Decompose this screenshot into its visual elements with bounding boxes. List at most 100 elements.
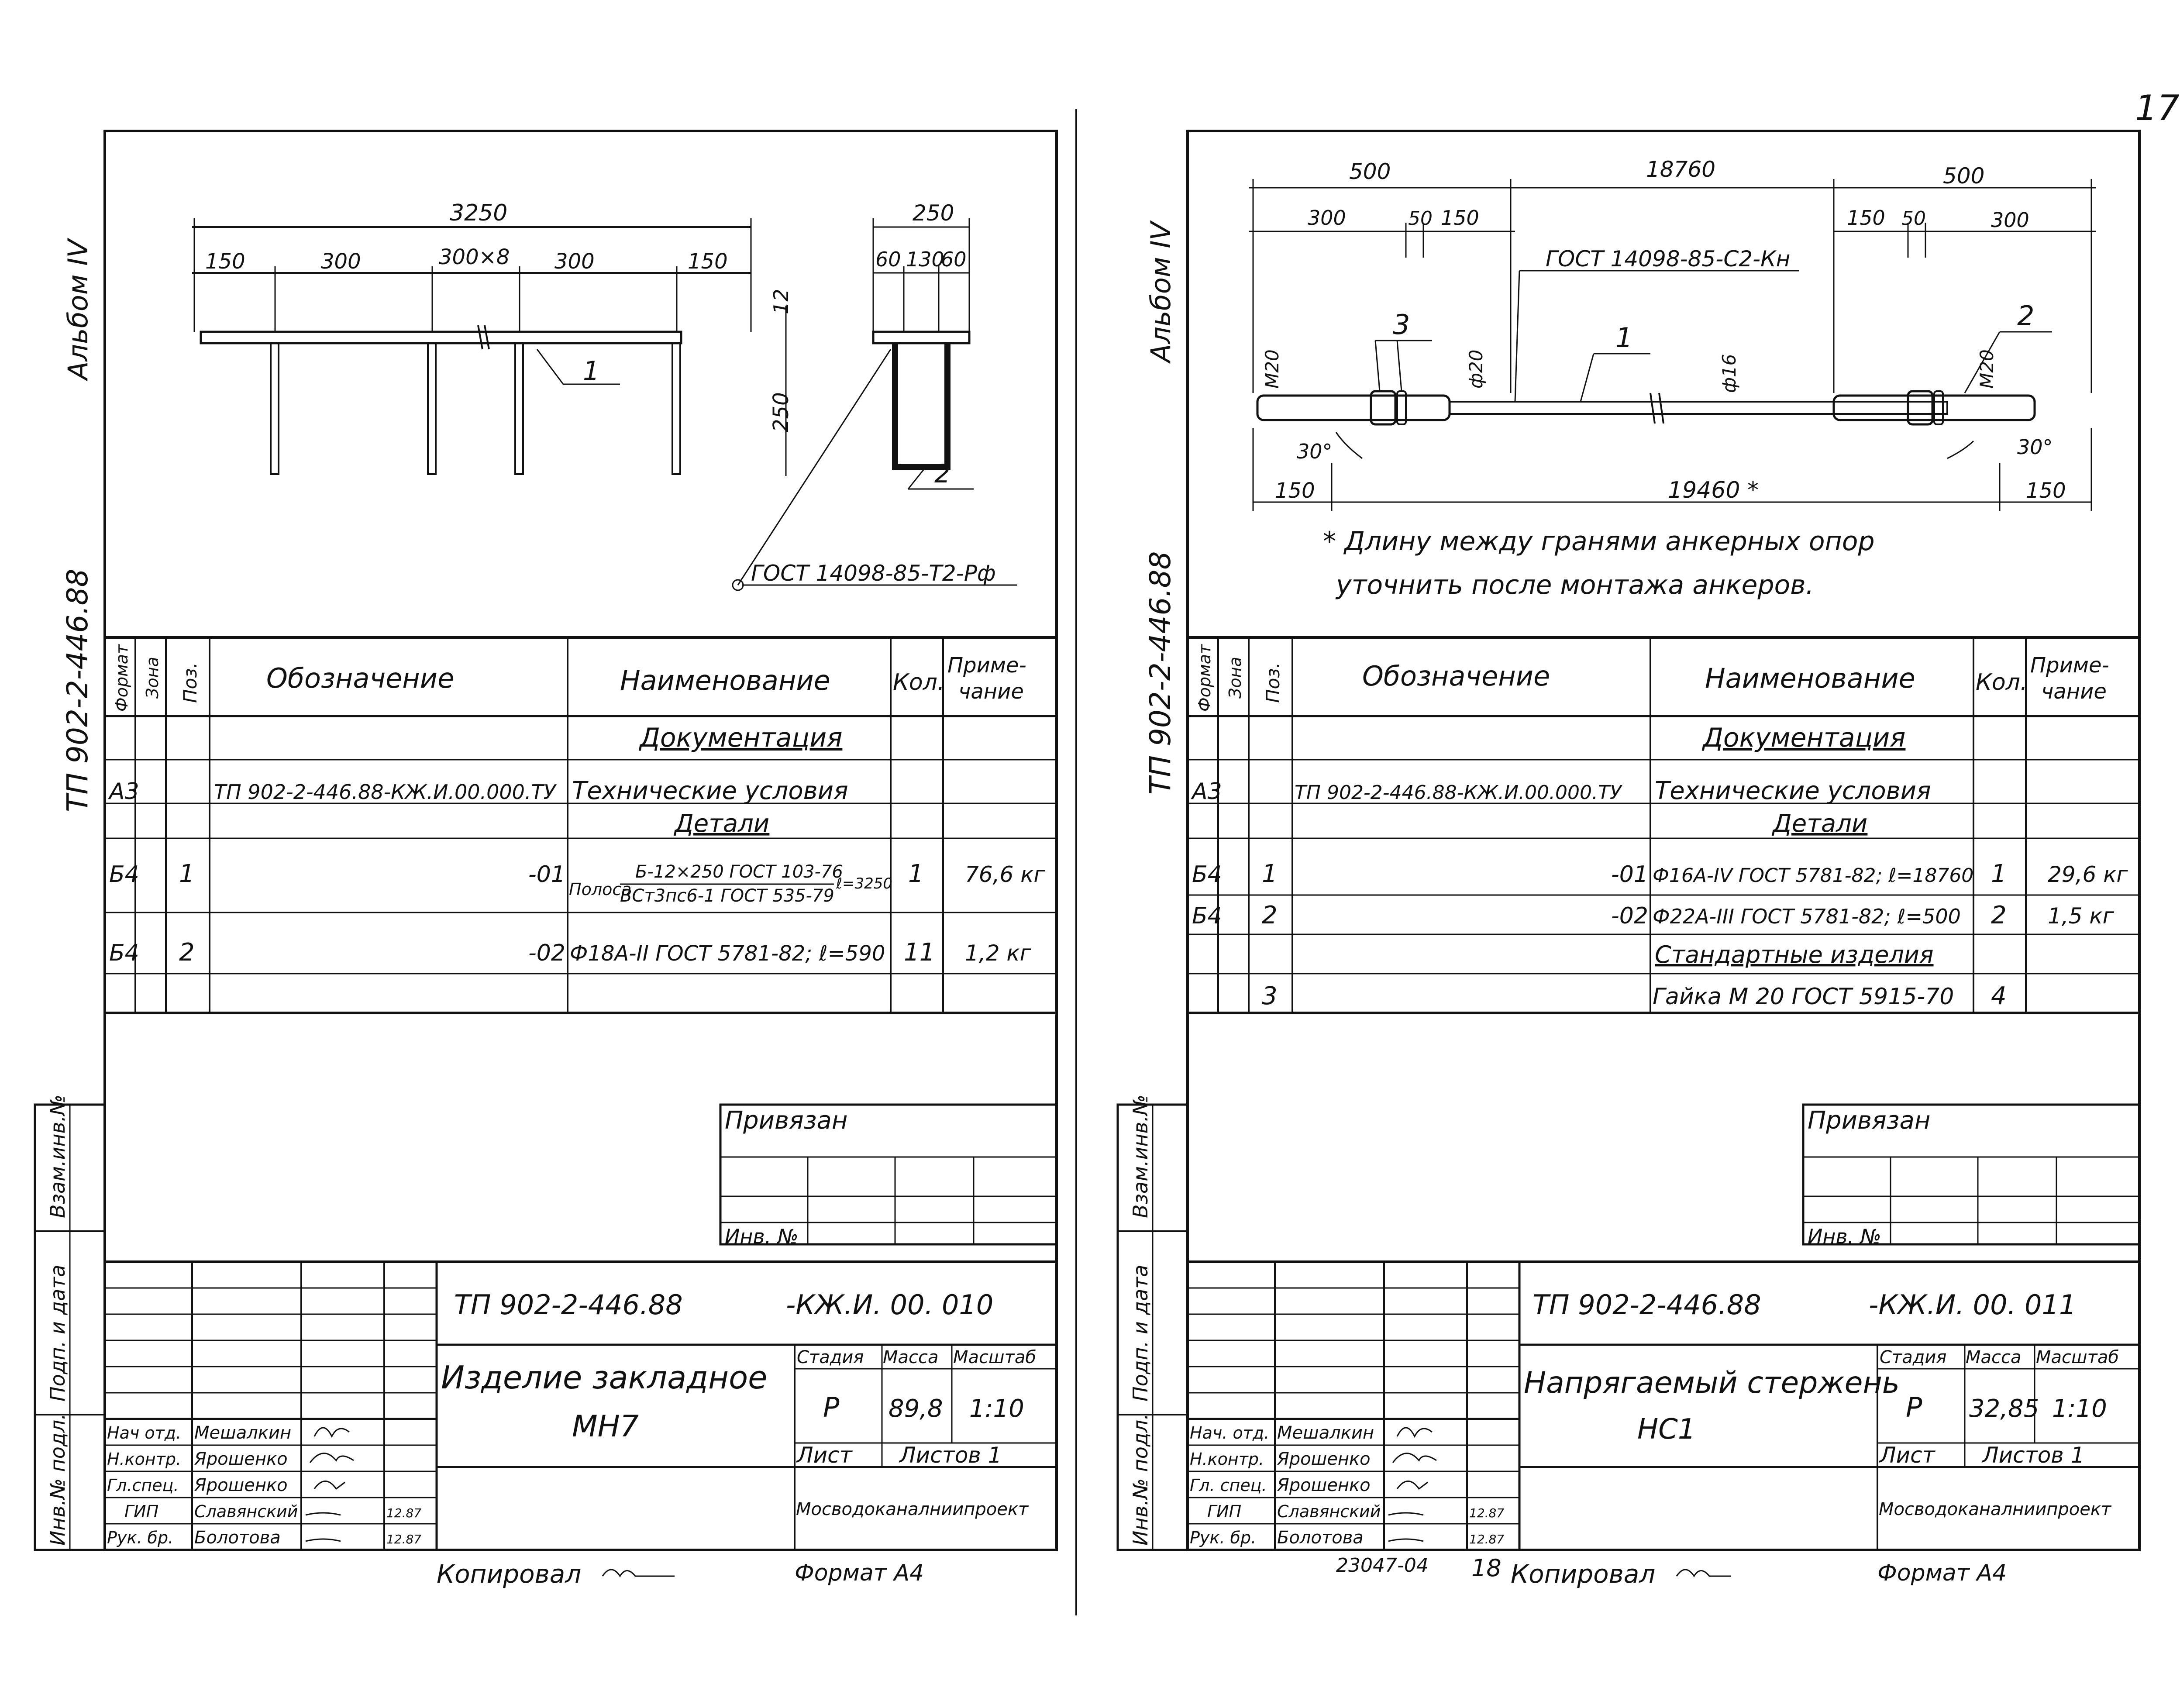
r-scale: 1:10: [2052, 1395, 2107, 1423]
m20-left: М20: [1261, 349, 1283, 389]
scale-hdr: Масштаб: [953, 1347, 1036, 1367]
r-scale-hdr: Масштаб: [2036, 1347, 2119, 1367]
right-sheet: Взам.инв.№ Подп. и дата Инв.№ подл. Альб…: [1116, 130, 2141, 1589]
row1-format: А3: [108, 778, 139, 805]
hdr-pos: Поз.: [179, 662, 201, 703]
r-row1-format: А3: [1191, 778, 1222, 805]
row1-designation: ТП 902-2-446.88-КЖ.И.00.000.ТУ: [214, 780, 557, 804]
r-signatures: [1388, 1427, 1437, 1542]
r-pos-1: 1: [1615, 322, 1632, 354]
note-line-2: уточнить после монтажа анкеров.: [1335, 570, 1814, 600]
dim-150l: 150: [1441, 206, 1479, 230]
r-hdr-pos: Поз.: [1262, 662, 1284, 703]
r-format-label: Формат А4: [1877, 1560, 2007, 1586]
r-row4-name: Гайка М 20 ГОСТ 5915-70: [1653, 984, 1954, 1010]
hdr-qty: Кол.: [893, 669, 945, 696]
title-1: Изделие закладное: [441, 1359, 767, 1396]
r-stage: Р: [1906, 1391, 1922, 1423]
row2-qty: 1: [908, 860, 924, 888]
r-section-std: Стандартные изделия: [1655, 941, 1934, 968]
copied-signature: [602, 1569, 675, 1577]
sheet: Лист: [796, 1443, 853, 1468]
dim-end-r: 150: [2026, 479, 2066, 503]
dim-19460: 19460 *: [1668, 477, 1759, 503]
hdr-note1: Приме-: [947, 653, 1026, 678]
left-sheet: Взам.инв.№ Подп. и дата Инв.№ подл. Альб…: [34, 130, 1058, 1589]
order-no: 23047-04: [1336, 1554, 1429, 1577]
signatures: [305, 1427, 354, 1542]
r-side-label-vzam: Взам.инв.№: [1129, 1095, 1152, 1218]
r-row1-designation: ТП 902-2-446.88-КЖ.И.00.000.ТУ: [1295, 782, 1623, 804]
r-role-1: Н.контр.: [1190, 1450, 1264, 1469]
row2-name-bottom: ВСт3пс6-1 ГОСТ 535-79: [620, 886, 834, 906]
privyazan: Привязан: [725, 1106, 847, 1135]
dim-end-l: 150: [1275, 479, 1315, 503]
row2-designation: -01: [528, 861, 565, 888]
r-role-2: Гл. спец.: [1190, 1476, 1267, 1495]
pos-2-label: 2: [934, 459, 951, 489]
r-copied-signature: [1676, 1569, 1731, 1577]
section-parts: Детали: [673, 809, 769, 838]
hdr-note2: чание: [958, 679, 1024, 704]
copied-label: Копировал: [437, 1559, 581, 1589]
r-hdr-name: Наименование: [1705, 662, 1915, 694]
weld-note: ГОСТ 14098-85-Т2-Рф: [751, 561, 996, 586]
angle-left: 30°: [1297, 440, 1333, 463]
r-section-docs: Документация: [1701, 723, 1905, 753]
title-block-right: Привязан Инв. № Нач. отд.: [1186, 1103, 2141, 1551]
r-row1-name: Технические условия: [1655, 777, 1931, 805]
r-title-1: Напрягаемый стержень: [1524, 1366, 1900, 1400]
name-4: Болотова: [194, 1528, 281, 1548]
dim-300b: 300: [554, 249, 595, 274]
r-code-right: -КЖ.И. 00. 011: [1869, 1289, 2076, 1321]
side-label-podp: Подп. и дата: [46, 1265, 69, 1402]
r-row2-name: Ф16А-IV ГОСТ 5781-82; ℓ=18760: [1653, 864, 1973, 887]
r-row3-note: 1,5 кг: [2048, 903, 2115, 929]
row3-designation: -02: [528, 940, 565, 966]
r-row2-designation: -01: [1611, 861, 1648, 888]
dim-300r: 300: [1991, 208, 2029, 232]
dim-250h: 250: [769, 392, 793, 432]
side-label-vzam: Взам.инв.№: [46, 1095, 69, 1218]
tension-rod-drawing: 500 18760 500 300 50 150 150 50 300 ГОСТ…: [1249, 157, 2096, 600]
inv-no: Инв. №: [725, 1225, 799, 1248]
row3-name: Ф18А-II ГОСТ 5781-82; ℓ=590: [570, 941, 885, 966]
r-row2-note: 29,6 кг: [2048, 862, 2128, 887]
dim-300a: 300: [321, 249, 361, 274]
row3-pos: 2: [179, 938, 195, 967]
angle-right: 30°: [2017, 435, 2053, 459]
dim-150a: 150: [205, 249, 245, 274]
r-sheets: Листов 1: [1981, 1443, 2084, 1468]
r-stage-hdr: Стадия: [1880, 1347, 1946, 1367]
r-row3-format: Б4: [1192, 903, 1222, 929]
section-docs: Документация: [638, 723, 842, 753]
r-title-2: НС1: [1637, 1413, 1696, 1446]
r-row2-qty: 1: [1991, 860, 2007, 888]
name-0: Мешалкин: [194, 1423, 291, 1443]
name-1: Ярошенко: [194, 1449, 288, 1469]
r-name-4: Болотова: [1277, 1528, 1364, 1548]
side-dim-total: 250: [913, 200, 954, 226]
d16: ф16: [1719, 354, 1740, 393]
mass-hdr: Масса: [883, 1347, 939, 1367]
row3-note: 1,2 кг: [965, 940, 1032, 966]
r-row2-pos: 1: [1262, 860, 1278, 888]
m20-right: М20: [1976, 349, 1997, 389]
row2-name-top: Б-12×250 ГОСТ 103-76: [635, 862, 843, 882]
row3-qty: 11: [904, 938, 935, 967]
side-dim-130: 130: [906, 248, 944, 271]
hdr-designation: Обозначение: [266, 662, 454, 694]
format-label: Формат А4: [795, 1560, 924, 1586]
dim-12: 12: [769, 289, 793, 314]
role-3: ГИП: [124, 1502, 158, 1521]
r-name-1: Ярошенко: [1277, 1449, 1371, 1469]
r-hdr-designation: Обозначение: [1362, 660, 1550, 692]
dim-18760: 18760: [1646, 157, 1715, 182]
r-album-label: Альбом IV: [1145, 220, 1177, 364]
hdr-name: Наименование: [620, 665, 830, 696]
date-4: 12.87: [386, 1532, 421, 1546]
r-copied-label: Копировал: [1511, 1559, 1655, 1589]
row3-format: Б4: [109, 940, 139, 966]
r-row2-format: Б4: [1192, 861, 1222, 888]
pos-1-label: 1: [583, 356, 599, 386]
